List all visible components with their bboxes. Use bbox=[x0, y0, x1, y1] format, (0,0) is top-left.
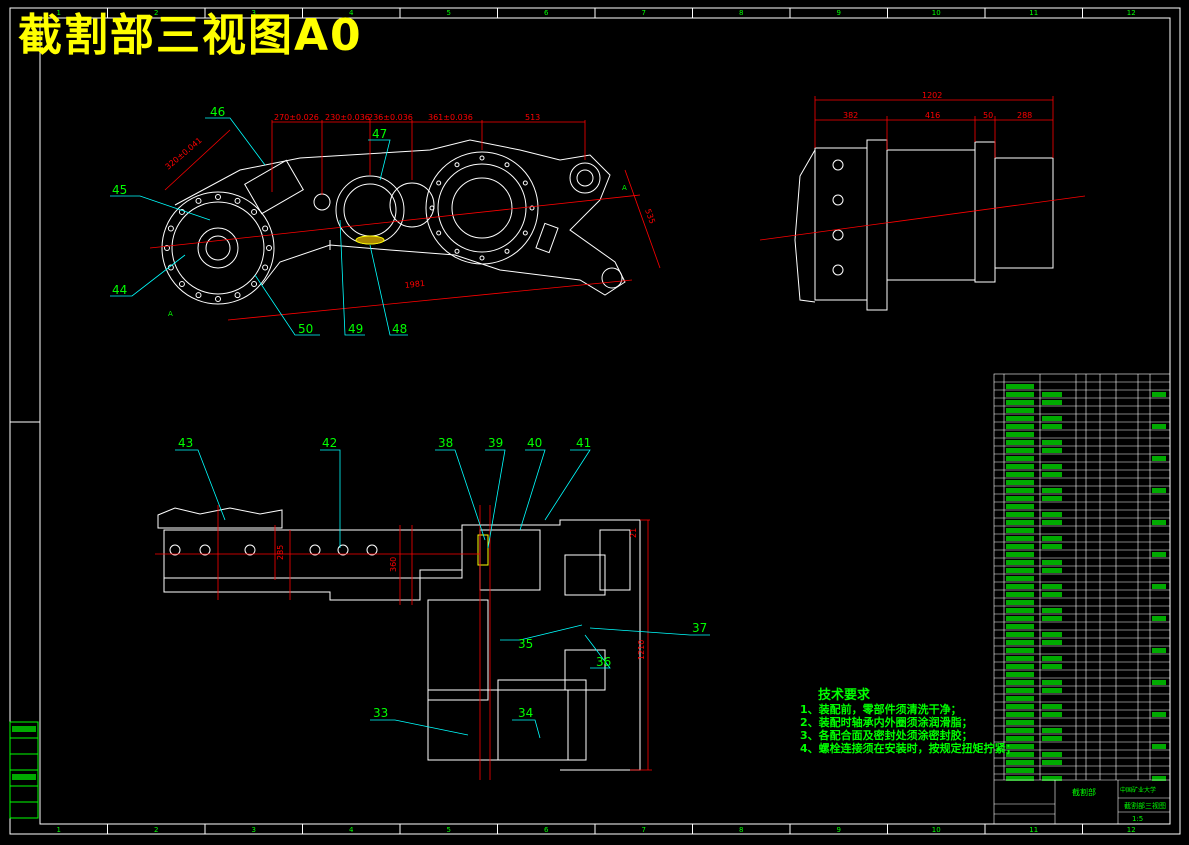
dim-b: 416 bbox=[925, 111, 940, 120]
part-label-36: 36 bbox=[596, 655, 611, 669]
column-label-top: 5 bbox=[447, 9, 451, 17]
left-margin-stamp bbox=[9, 721, 39, 819]
side-view-dimensions bbox=[759, 96, 1086, 241]
tech-requirements-heading: 技术要求 bbox=[818, 688, 871, 703]
parts-list-entries bbox=[1006, 384, 1166, 781]
side-view-dim-text: 1202 382 416 50 288 bbox=[843, 91, 1032, 120]
part-label-46: 46 bbox=[210, 105, 225, 119]
column-label-top: 7 bbox=[642, 9, 646, 17]
part-label-39: 39 bbox=[488, 436, 503, 450]
dim-total: 1202 bbox=[922, 91, 942, 100]
dim-d5: 513 bbox=[525, 113, 540, 122]
dim-a: 382 bbox=[843, 111, 858, 120]
tech-requirement-3: 3、各配合面及密封处须涂密封胶； bbox=[800, 729, 973, 742]
column-label-bottom: 3 bbox=[252, 826, 256, 834]
part-label-38: 38 bbox=[438, 436, 453, 450]
dim-c: 50 bbox=[983, 111, 993, 120]
title-block bbox=[994, 779, 1170, 824]
title-block-org: 中国矿业大学 bbox=[1120, 786, 1156, 794]
column-label-top: 11 bbox=[1029, 9, 1038, 17]
top-view-dimensions bbox=[149, 120, 661, 321]
part-label-35: 35 bbox=[518, 637, 533, 651]
column-label-bottom: 9 bbox=[837, 826, 841, 834]
part-label-40: 40 bbox=[527, 436, 542, 450]
part-label-34: 34 bbox=[518, 706, 533, 720]
column-label-bottom: 6 bbox=[544, 826, 549, 834]
dim-d3: 236±0.036 bbox=[368, 113, 413, 122]
column-label-top: 4 bbox=[349, 9, 354, 17]
dim-d2: 230±0.036 bbox=[325, 113, 370, 122]
column-label-top: 3 bbox=[252, 9, 256, 17]
part-label-49: 49 bbox=[348, 322, 363, 336]
dim-overall: 1981 bbox=[404, 279, 425, 290]
column-label-bottom: 12 bbox=[1127, 826, 1136, 834]
side-view bbox=[794, 139, 1054, 311]
part-label-43: 43 bbox=[178, 436, 193, 450]
top-view-arm bbox=[161, 139, 626, 305]
column-label-bottom: 5 bbox=[447, 826, 451, 834]
section-a-top: A bbox=[622, 184, 627, 192]
column-label-bottom: 10 bbox=[932, 826, 941, 834]
dim-d: 288 bbox=[1017, 111, 1032, 120]
dim-diag: 320±0.041 bbox=[164, 136, 204, 172]
column-label-bottom: 8 bbox=[739, 826, 743, 834]
tech-requirement-2: 2、装配时轴承内外圈须涂润滑脂； bbox=[800, 716, 973, 729]
column-label-top: 8 bbox=[739, 9, 743, 17]
column-label-top: 12 bbox=[1127, 9, 1136, 17]
dim-d1: 270±0.026 bbox=[274, 113, 319, 122]
column-label-top: 9 bbox=[837, 9, 841, 17]
dim-d4: 361±0.036 bbox=[428, 113, 473, 122]
leader-lines bbox=[110, 117, 710, 739]
section-a-bottom: A bbox=[168, 310, 173, 318]
part-label-50: 50 bbox=[298, 322, 313, 336]
column-label-bottom: 2 bbox=[154, 826, 158, 834]
dim-h4: 21 bbox=[629, 528, 638, 538]
column-label-top: 10 bbox=[932, 9, 941, 17]
part-label-48: 48 bbox=[392, 322, 407, 336]
tech-requirement-4: 4、螺栓连接须在安装时，按规定扭矩拧紧； bbox=[800, 742, 1017, 755]
tech-requirement-1: 1、装配前，零部件须清洗干净； bbox=[800, 703, 962, 716]
dim-h3: 1210 bbox=[637, 640, 646, 660]
dim-right-h: 535 bbox=[643, 208, 657, 225]
part-label-47: 47 bbox=[372, 127, 387, 141]
column-label-bottom: 7 bbox=[642, 826, 646, 834]
part-label-41: 41 bbox=[576, 436, 591, 450]
section-marks: A A bbox=[168, 184, 627, 318]
title-block-scale: 1:5 bbox=[1132, 815, 1143, 823]
part-label-42: 42 bbox=[322, 436, 337, 450]
part-label-37: 37 bbox=[692, 621, 707, 635]
column-label-bottom: 1 bbox=[57, 826, 61, 834]
dim-h2: 360 bbox=[389, 557, 398, 572]
title-block-text: 截割部 中国矿业大学 截割部三视图 1:5 bbox=[1072, 786, 1166, 823]
dim-h1: 285 bbox=[276, 545, 285, 560]
parts-list-table bbox=[993, 373, 1171, 825]
drawing-title: 截割部三视图A0 bbox=[18, 10, 363, 61]
title-block-name: 截割部 bbox=[1072, 787, 1096, 797]
front-view-dimensions bbox=[155, 505, 652, 780]
column-ticks bbox=[107, 8, 1083, 834]
part-label-33: 33 bbox=[373, 706, 388, 720]
column-label-bottom: 11 bbox=[1029, 826, 1038, 834]
front-view-dim-text: 285 360 1210 21 bbox=[276, 528, 646, 660]
column-label-top: 2 bbox=[154, 9, 158, 17]
part-label-44: 44 bbox=[112, 283, 127, 297]
part-labels: 46 45 44 47 50 49 48 43 42 38 39 40 41 3… bbox=[112, 105, 707, 720]
inner-border bbox=[39, 17, 1171, 825]
column-label-top: 1 bbox=[57, 9, 61, 17]
front-view bbox=[157, 507, 641, 771]
title-block-drawing: 截割部三视图 bbox=[1124, 801, 1166, 810]
column-label-top: 6 bbox=[544, 9, 549, 17]
column-label-bottom: 4 bbox=[349, 826, 354, 834]
part-label-45: 45 bbox=[112, 183, 127, 197]
